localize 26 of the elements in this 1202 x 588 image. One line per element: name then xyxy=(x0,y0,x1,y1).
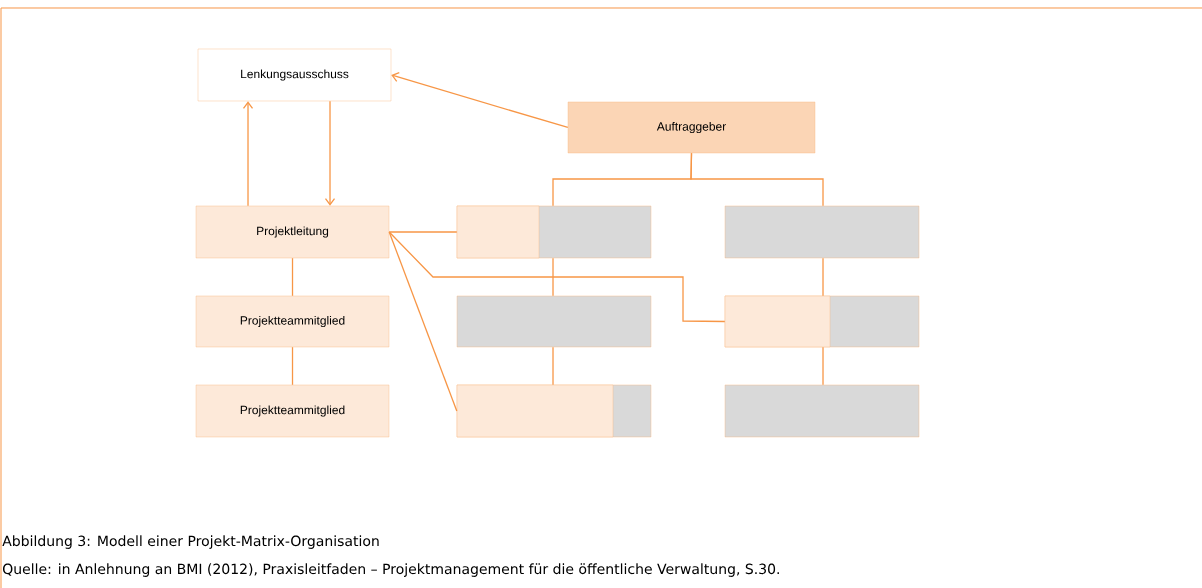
matrix-bar xyxy=(724,384,920,438)
connector-line xyxy=(388,231,458,233)
connector-line xyxy=(388,231,458,412)
connector-line xyxy=(291,346,294,386)
connector-line xyxy=(291,257,294,297)
matrix-bar xyxy=(456,384,652,438)
caption: Abbildung 3: Modell einer Projekt-Matrix-Organisation xyxy=(2,535,379,549)
org-box: Projektteammitglied xyxy=(195,295,390,348)
org-box: Projektteammitglied xyxy=(195,384,390,438)
connector-line xyxy=(552,346,554,386)
matrix-bar xyxy=(724,295,920,348)
org-box: Lenkungsausschuss xyxy=(197,48,392,102)
matrix-bar xyxy=(456,205,652,259)
arrow xyxy=(324,100,336,206)
org-box: Auftraggeber xyxy=(567,101,816,154)
connector-line xyxy=(690,152,824,207)
connector-line xyxy=(822,346,824,386)
org-box: Projektleitung xyxy=(195,205,390,259)
arrow xyxy=(391,72,569,129)
connector-line xyxy=(822,257,824,297)
connector-line xyxy=(552,257,554,297)
source-note: Quelle: in Anlehnung an BMI (2012), Praxisleitfaden – Projektmanagement für die öffentliche Verwaltung, S.30. xyxy=(3,563,779,577)
arrow xyxy=(242,101,254,207)
connector-line xyxy=(388,231,726,323)
matrix-bar xyxy=(724,205,920,259)
matrix-bar xyxy=(456,295,652,348)
